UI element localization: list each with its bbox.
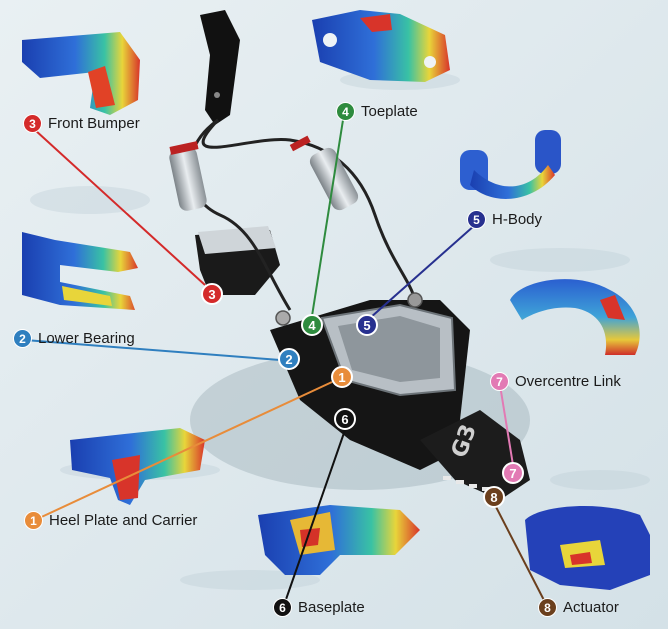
marker-3: 3 — [201, 283, 223, 305]
leader-line-1 — [34, 381, 333, 521]
leader-lines — [24, 119, 549, 609]
callout-heel-plate: 1 Heel Plate and Carrier — [24, 511, 197, 530]
leader-line-6 — [282, 429, 346, 609]
marker-6-number: 6 — [341, 411, 349, 427]
callout-6-number: 6 — [273, 598, 292, 617]
fea-toeplate — [312, 10, 450, 82]
callout-2-text: Lower Bearing — [38, 330, 135, 347]
callout-2-number: 2 — [13, 329, 32, 348]
callout-3-text: Front Bumper — [48, 115, 140, 132]
callout-5-number: 5 — [467, 210, 486, 229]
fea-actuator — [525, 505, 650, 590]
marker-8-number: 8 — [490, 489, 498, 505]
callout-7-number: 7 — [490, 372, 509, 391]
callout-baseplate: 6 Baseplate — [273, 598, 365, 617]
callout-4-number: 4 — [336, 102, 355, 121]
leader-line-8 — [494, 504, 549, 609]
leader-line-3 — [34, 129, 206, 286]
fea-overcentre-link — [510, 279, 640, 355]
callout-actuator: 8 Actuator — [538, 598, 619, 617]
leader-line-5 — [369, 224, 476, 319]
marker-2-number: 2 — [285, 351, 293, 367]
leader-line-2 — [24, 339, 281, 361]
marker-2: 2 — [278, 348, 300, 370]
marker-5: 5 — [356, 314, 378, 336]
callout-front-bumper: 3 Front Bumper — [23, 114, 140, 133]
fea-baseplate — [258, 505, 420, 575]
fea-front-bumper — [22, 32, 140, 115]
callout-6-text: Baseplate — [298, 599, 365, 616]
callout-toeplate: 4 Toeplate — [336, 102, 418, 121]
callout-3-number: 3 — [23, 114, 42, 133]
leader-line-4 — [311, 119, 344, 317]
marker-3-number: 3 — [208, 286, 216, 302]
marker-7: 7 — [502, 462, 524, 484]
callout-8-text: Actuator — [563, 599, 619, 616]
marker-1-number: 1 — [338, 369, 346, 385]
marker-7-number: 7 — [509, 465, 517, 481]
callout-lower-bearing: 2 Lower Bearing — [13, 329, 135, 348]
fea-lower-bearing — [22, 232, 138, 310]
marker-1: 1 — [331, 366, 353, 388]
marker-5-number: 5 — [363, 317, 371, 333]
callout-1-number: 1 — [24, 511, 43, 530]
fea-h-body — [460, 130, 561, 199]
callout-4-text: Toeplate — [361, 103, 418, 120]
callout-7-text: Overcentre Link — [515, 373, 621, 390]
marker-4: 4 — [301, 314, 323, 336]
marker-8: 8 — [483, 486, 505, 508]
marker-4-number: 4 — [308, 317, 316, 333]
leader-line-7 — [499, 384, 514, 466]
callout-h-body: 5 H-Body — [467, 210, 542, 229]
callout-1-text: Heel Plate and Carrier — [49, 512, 198, 529]
callout-8-number: 8 — [538, 598, 557, 617]
callout-5-text: H-Body — [492, 211, 543, 228]
callout-overcentre-link: 7 Overcentre Link — [490, 372, 621, 391]
marker-6: 6 — [334, 408, 356, 430]
